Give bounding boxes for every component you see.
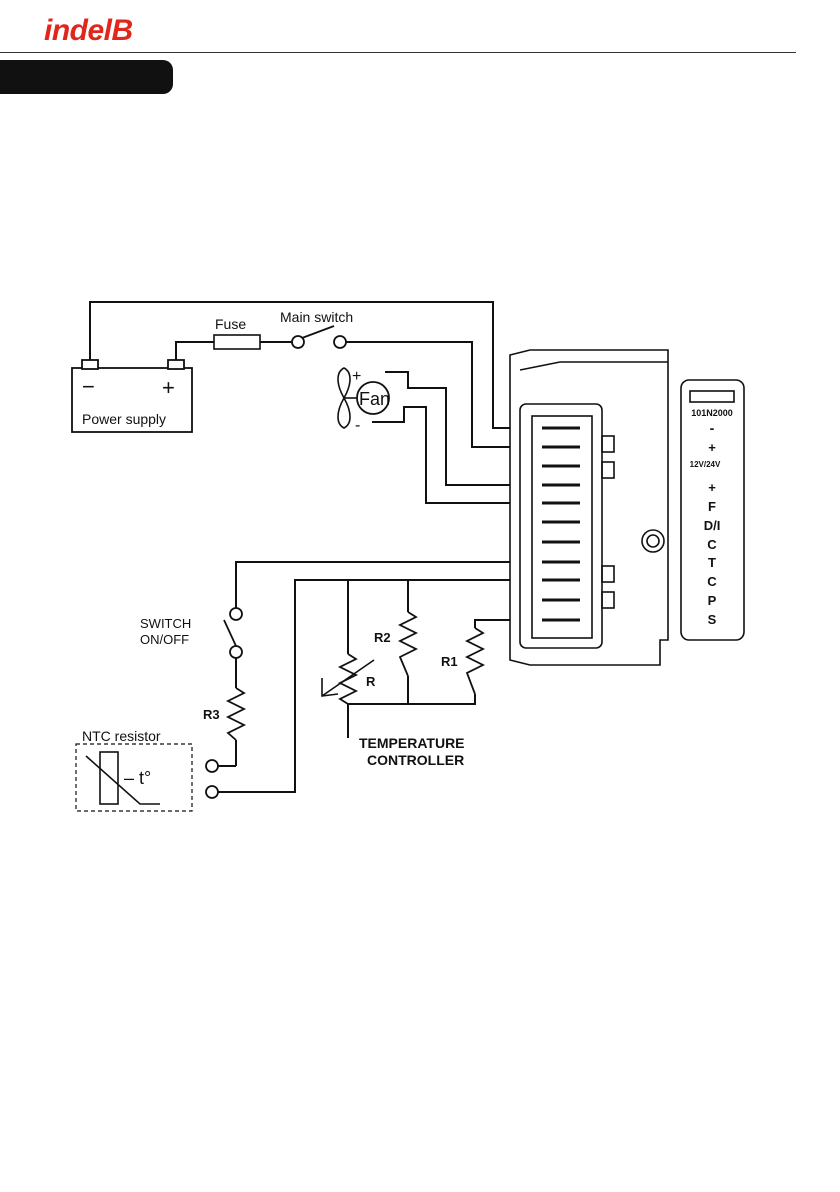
power-supply-label: Power supply — [82, 411, 166, 427]
battery-plus: + — [162, 375, 175, 400]
r3-label: R3 — [203, 707, 220, 722]
model-label: 101N2000 — [691, 408, 733, 418]
electronic-unit — [510, 350, 668, 665]
pin-plus-label: + — [708, 480, 716, 495]
pin-di-label: D/I — [704, 518, 721, 533]
pin-minus-label: - — [710, 420, 715, 436]
resistor-r1 — [467, 628, 483, 694]
pin-c2-label: C — [707, 574, 717, 589]
pin-p-label: P — [708, 593, 717, 608]
fan-plus: + — [352, 368, 361, 385]
ntc-temp-symbol: – t° — [124, 768, 151, 788]
main-switch-label: Main switch — [280, 309, 353, 325]
voltage-label: 12V/24V — [690, 460, 721, 469]
label-slot — [690, 391, 734, 402]
r2-label: R2 — [374, 630, 391, 645]
pin-plus-supply-label: + — [708, 440, 716, 455]
pin-s-label: S — [708, 612, 717, 627]
controller-label-line2: CONTROLLER — [367, 752, 464, 768]
fuse — [214, 335, 260, 349]
on-off-switch — [224, 608, 242, 658]
switch-label-line2: ON/OFF — [140, 632, 189, 647]
controller-label-line1: TEMPERATURE — [359, 735, 465, 751]
pin-c1-label: C — [707, 537, 717, 552]
main-switch — [292, 326, 346, 348]
fan-label: Fan — [359, 389, 390, 409]
ntc-label: NTC resistor — [82, 728, 161, 744]
r-label: R — [366, 674, 376, 689]
resistor-r — [340, 654, 356, 704]
fan-minus: - — [355, 417, 360, 434]
battery-minus: − — [82, 374, 95, 399]
resistor-r2 — [400, 612, 416, 676]
pin-t-label: T — [708, 555, 716, 570]
pin-f-label: F — [708, 499, 716, 514]
resistor-r3 — [228, 688, 244, 740]
r1-label: R1 — [441, 654, 458, 669]
switch-label-line1: SWITCH — [140, 616, 191, 631]
fuse-label: Fuse — [215, 316, 246, 332]
